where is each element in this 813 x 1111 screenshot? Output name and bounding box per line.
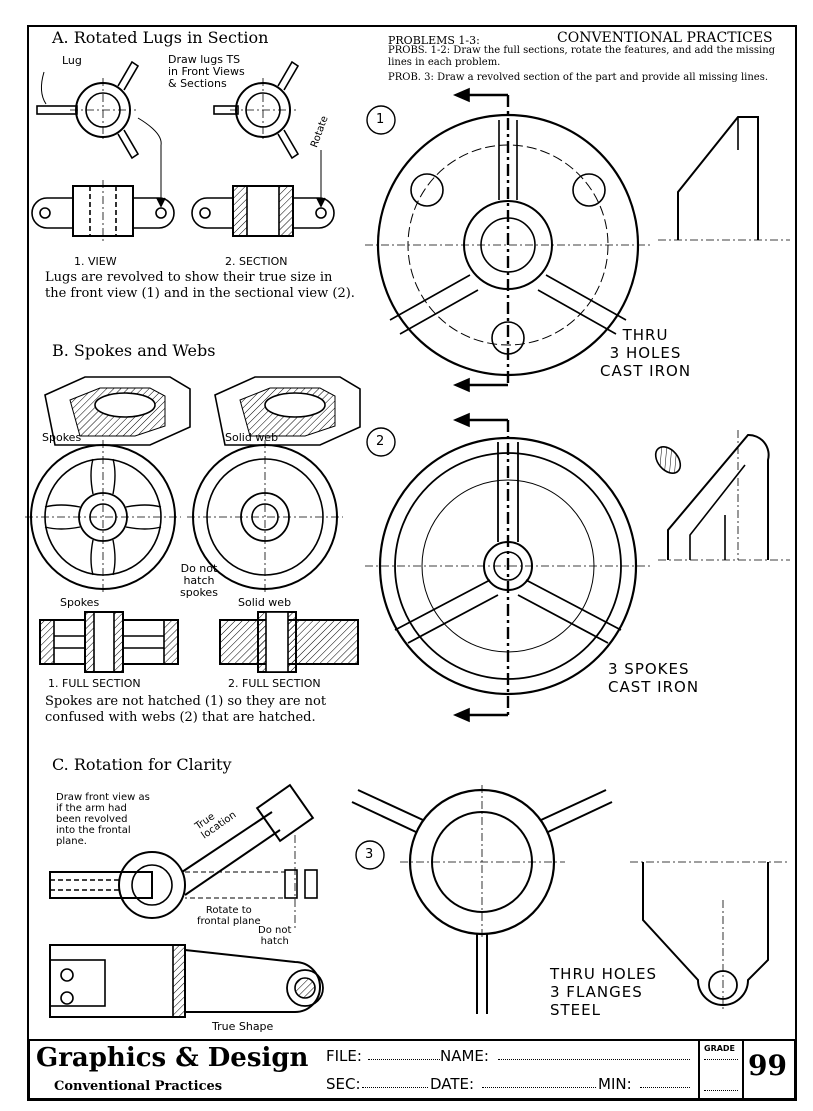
section-a-caption: Lugs are revolved to show their true siz… [45,270,355,301]
lug-lower [117,129,140,160]
lug-upper [117,60,140,91]
sheet-number: 99 [748,1049,787,1082]
problem-2-number: 2 [376,434,385,449]
problem-1-circle [366,105,396,135]
title-block-subtitle: Conventional Practices [54,1079,223,1094]
problem-3-figures [351,785,790,1014]
problems-title: PROBLEMS 1-3: [388,34,480,47]
full-section-1-label: 1. FULL SECTION [48,677,141,690]
section-a-heading: A. Rotated Lugs in Section [52,28,269,47]
problem-3-note: THRU HOLES 3 FLANGES STEEL [550,965,658,1019]
lug-left [36,105,78,115]
problem-1-note: THRU 3 HOLES CAST IRON [600,326,692,380]
grade-label: GRADE [704,1044,736,1053]
min-label: MIN: [598,1075,632,1093]
draw-lugs-note: Draw lugs TS in Front Views & Sections [168,53,245,90]
draw-front-view-note: Draw front view as if the arm had been r… [56,792,150,847]
spokes-label: Spokes [42,431,82,444]
file-label: FILE: [326,1047,362,1065]
do-not-hatch-spokes: Do not hatch spokes [180,562,218,599]
rotate-to-frontal-note: Rotate to frontal plane [197,905,261,927]
problem-2-figures [365,412,790,723]
file-field[interactable] [368,1059,440,1060]
sec-field[interactable] [362,1087,428,1088]
section-a-figures [31,60,335,242]
solid-web-label-2: Solid web [238,596,292,609]
problem-1-figures [365,87,790,393]
sec-label: SEC: [326,1075,361,1093]
solid-web-label: Solid web [225,431,279,444]
problem-2-circle [366,427,396,457]
section-b-heading: B. Spokes and Webs [52,341,216,360]
problem-2-note: 3 SPOKES CAST IRON [608,660,700,696]
title-block-title: Graphics & Design [36,1043,309,1073]
section-label: 2. SECTION [225,255,288,268]
view-label: 1. VIEW [74,255,117,268]
section-c-heading: C. Rotation for Clarity [52,755,232,774]
do-not-hatch-label: Do not hatch [258,925,292,947]
name-label: NAME: [440,1047,489,1065]
section-c-figures [49,783,324,1018]
section-b-caption: Spokes are not hatched (1) so they are n… [45,694,327,725]
main-title: CONVENTIONAL PRACTICES [557,30,773,46]
sheet-border [27,25,797,1101]
problem-1-number: 1 [376,112,385,127]
section-b-figures [25,376,361,673]
title-block: Graphics & Design Conventional Practices… [28,1039,796,1100]
date-field[interactable] [482,1087,596,1088]
true-shape-label: True Shape [212,1020,274,1033]
lug-label: Lug [62,54,82,67]
problem-3-instructions: PROB. 3: Draw a revolved section of the … [388,72,769,83]
spokes-label-2: Spokes [60,596,100,609]
problem-3-number: 3 [365,847,374,862]
grade-field[interactable] [704,1059,738,1091]
problems-1-2-instructions: PROBS. 1-2: Draw the full sections, rota… [388,45,776,68]
name-field[interactable] [498,1059,690,1060]
problem-3-circle [355,840,385,870]
min-field[interactable] [640,1087,690,1088]
date-label: DATE: [430,1075,475,1093]
full-section-2-label: 2. FULL SECTION [228,677,321,690]
